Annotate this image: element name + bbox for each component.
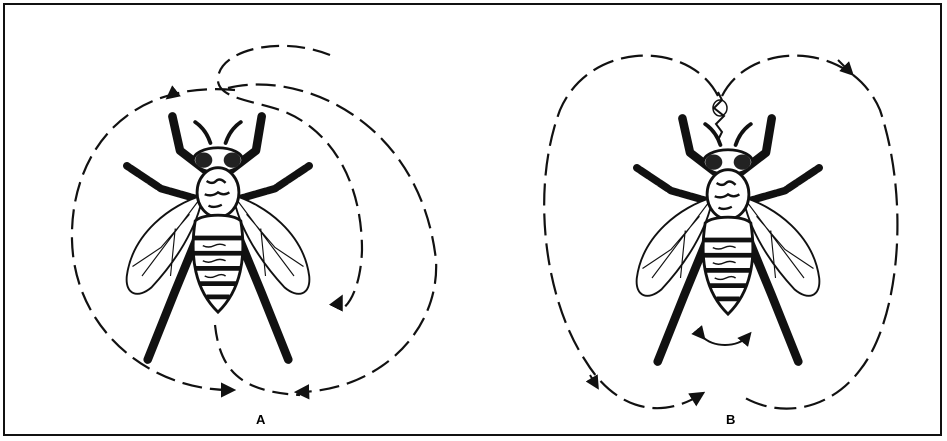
bee-b-icon — [637, 118, 820, 361]
panel-b: B — [544, 56, 897, 427]
waggle-motion-icon — [702, 336, 748, 345]
panel-a-label: A — [256, 412, 266, 427]
panel-a: A — [72, 46, 436, 427]
panel-b-label: B — [726, 412, 735, 427]
bee-a-icon — [127, 116, 310, 359]
